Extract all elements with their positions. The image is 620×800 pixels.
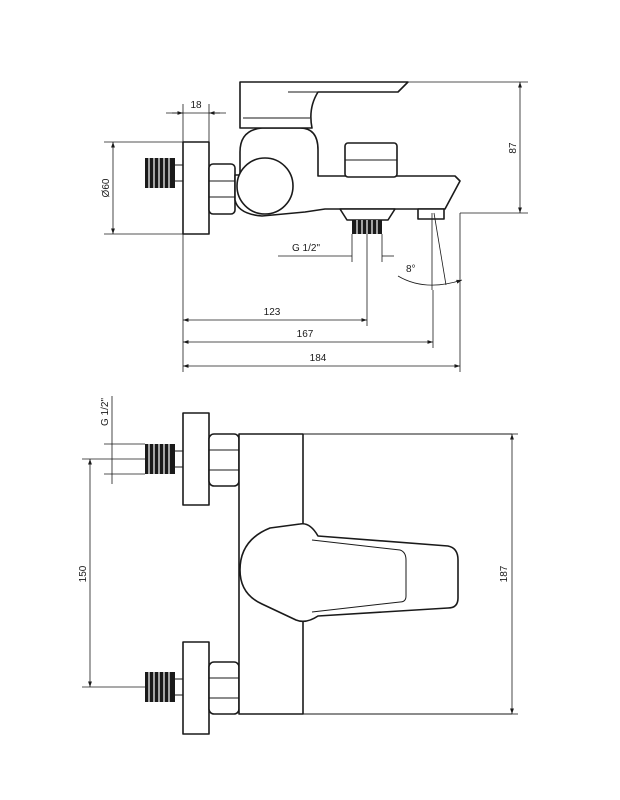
dim-front-width: 187 — [499, 433, 518, 715]
dim-diameter-label: Ø60 — [101, 178, 112, 197]
aerator — [417, 208, 445, 220]
cartridge-housing — [236, 157, 294, 215]
dim-thread-outlet: G 1/2" — [278, 234, 394, 262]
diverter-knob — [344, 142, 398, 178]
lever-handle-side — [239, 81, 409, 129]
side-view: 18 87 Ø60 G 1/2" 8° — [101, 81, 528, 372]
dim-angle: 8° — [397, 212, 463, 290]
wall-flange-bottom — [182, 641, 210, 735]
dim-width-label: 187 — [499, 565, 510, 582]
wall-thread-top — [145, 444, 183, 474]
hex-nut-side — [208, 163, 236, 215]
front-view: G 1/2" 150 187 — [78, 396, 518, 735]
dim-flange-label: 18 — [190, 100, 202, 111]
hex-nut-top — [208, 433, 240, 487]
dim-height-label: 87 — [508, 142, 519, 154]
spout-front — [303, 433, 512, 715]
dim-angle-label: 8° — [406, 264, 416, 275]
dim-inlet-spacing: 150 — [78, 458, 145, 688]
wall-flange-top — [182, 412, 210, 506]
hex-nut-bottom — [208, 661, 240, 715]
wall-thread-side — [145, 158, 183, 188]
dim-thread-outlet-label: G 1/2" — [292, 243, 320, 254]
dim-total-length: 184 — [183, 213, 461, 372]
dim-spout-distance: 167 — [183, 290, 434, 348]
dim-outlet-distance: 123 — [182, 234, 368, 372]
wall-flange-side — [182, 141, 210, 235]
dim-thread-front-label: G 1/2" — [100, 398, 111, 426]
dim-total-label: 184 — [310, 353, 327, 364]
dim-flange-thickness: 18 — [166, 100, 226, 142]
lever-handle-front — [239, 522, 459, 623]
wall-thread-bottom — [145, 672, 183, 702]
dim-outlet-label: 123 — [264, 307, 281, 318]
dim-diameter: Ø60 — [101, 141, 183, 235]
dim-spacing-label: 150 — [78, 565, 89, 582]
dim-height: 87 — [408, 81, 528, 214]
dim-spout-label: 167 — [297, 329, 314, 340]
shower-outlet — [339, 208, 396, 234]
dim-thread-front: G 1/2" — [100, 396, 145, 484]
